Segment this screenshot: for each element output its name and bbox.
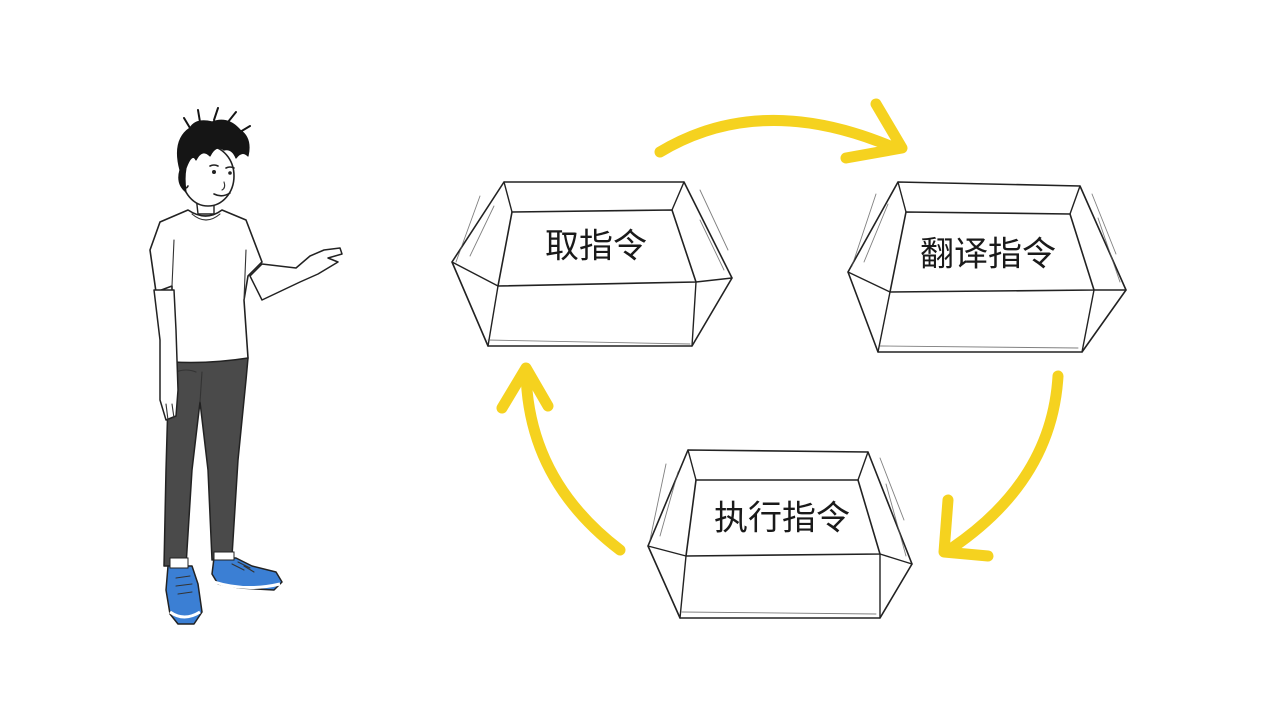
- left-arm: [153, 289, 179, 421]
- step-label-fetch: 取指令: [545, 227, 647, 267]
- step-label-execute: 执行指令: [714, 499, 850, 539]
- right-shoe: [211, 557, 283, 591]
- hair: [177, 119, 250, 193]
- step-label-decode: 翻译指令: [920, 235, 1056, 275]
- pants: [163, 357, 249, 567]
- pointing-arm: [249, 247, 343, 301]
- step-box-fetch: 取指令: [451, 181, 733, 347]
- step-box-decode: 翻译指令: [847, 181, 1127, 353]
- arrow-execute-to-fetch: [496, 362, 626, 556]
- step-box-execute: 执行指令: [647, 449, 913, 619]
- left-shoe: [165, 565, 203, 625]
- arrow-fetch-to-decode: [654, 98, 908, 164]
- arrow-decode-to-execute: [938, 370, 1064, 562]
- presenter-illustration: [149, 107, 343, 625]
